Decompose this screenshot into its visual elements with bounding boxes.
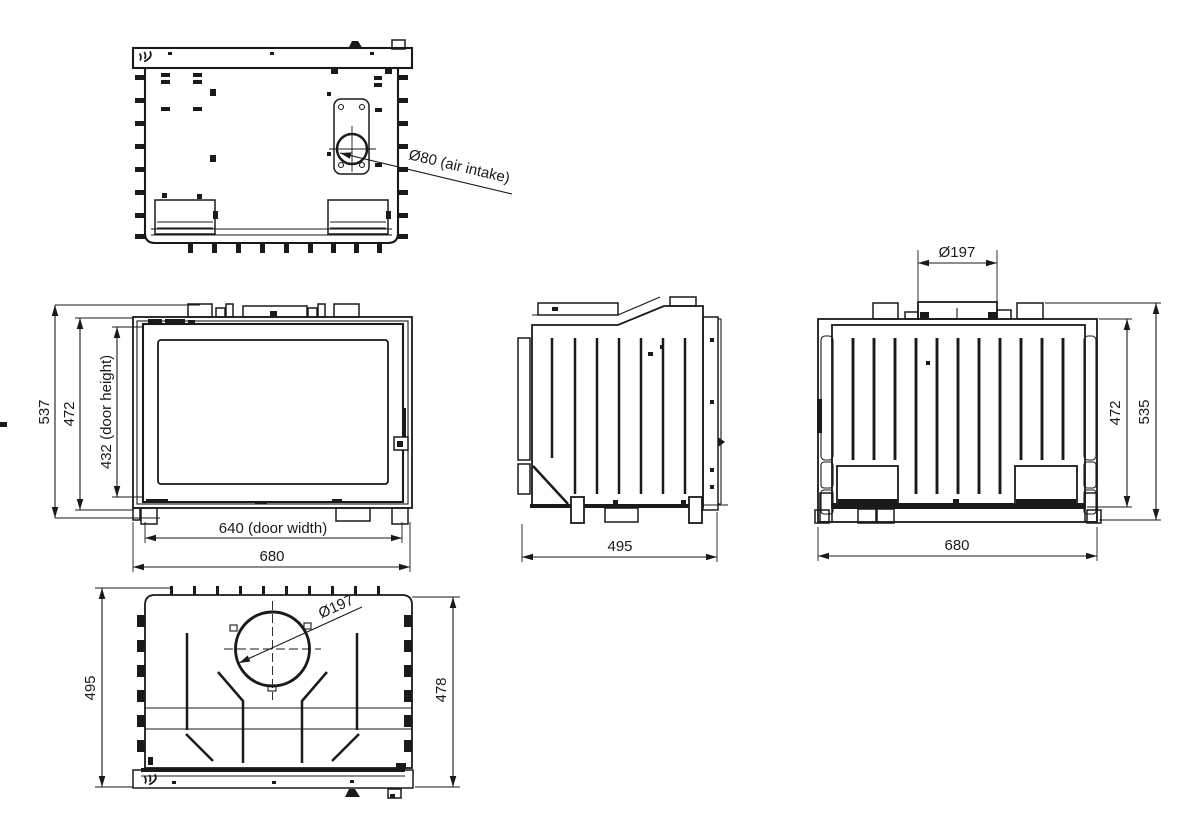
fin-pattern (185, 633, 360, 763)
side-strips (817, 335, 1097, 515)
front-bar (131, 46, 414, 70)
dim-overall-height: 537 (36, 399, 53, 424)
top-clip (348, 41, 363, 49)
front-frame-panel (702, 316, 725, 511)
door-handle (393, 408, 409, 451)
fastener-marks (161, 69, 392, 199)
rear-view: Ø197 (814, 244, 1161, 561)
right-ribs (398, 75, 408, 239)
dim-body-depth: 478 (433, 677, 450, 702)
feet (814, 492, 1102, 524)
right-tabs (404, 615, 412, 752)
air-intake-plate (329, 98, 376, 175)
rear-ticks (170, 586, 380, 595)
door-frame (141, 322, 405, 504)
fins (550, 338, 687, 494)
flue-leader (238, 606, 363, 664)
dim-frame-height: 472 (1107, 400, 1124, 425)
front-view-dimensions: 537 472 432 (door height) 640 (door widt… (36, 304, 411, 572)
dim-frame-height: 472 (61, 401, 78, 426)
corner-brace (532, 465, 569, 505)
top-front-tab (669, 296, 697, 307)
center-bracket (604, 507, 639, 523)
foot (570, 496, 585, 524)
flue-outlet: Ø197 (224, 592, 363, 700)
fins (851, 338, 1065, 494)
hinge-marks (146, 319, 342, 504)
bottom-clip (345, 789, 360, 797)
door-glass (157, 339, 389, 485)
body-outline (144, 594, 413, 769)
mounting-brackets (154, 199, 391, 235)
foot (688, 496, 703, 524)
air-intake-leader (339, 152, 513, 195)
base-plate-outline (143, 66, 400, 245)
base-line (832, 503, 1085, 509)
page-edge-mark (0, 422, 7, 427)
dim-flue-diameter: Ø197 (316, 592, 356, 622)
left-tabs (137, 615, 145, 752)
front-bar (132, 768, 414, 799)
dim-overall-width: 680 (944, 537, 969, 554)
top-tabs (872, 301, 1044, 320)
bottom-ribs (188, 243, 382, 253)
dim-door-width: 640 (door width) (219, 520, 327, 537)
dim-depth: 495 (607, 538, 632, 555)
body-outline (531, 305, 704, 508)
latch (718, 437, 725, 447)
outer-frame (132, 316, 413, 509)
feet (132, 507, 409, 525)
top-rear-tab (537, 302, 619, 316)
dim-overall-height: 535 (1136, 399, 1153, 424)
flue-dimension: Ø197 (917, 244, 998, 316)
bottom-view: Ø80 (air intake) (131, 39, 513, 253)
top-view-dimensions: 495 478 (82, 587, 460, 788)
rear-view-dimensions: 680 472 535 (817, 302, 1161, 561)
inner-frame (136, 320, 409, 505)
dim-depth: 495 (82, 675, 99, 700)
dim-overall-width: 680 (259, 548, 284, 565)
rear-fin-edge (517, 337, 531, 461)
top-tab (391, 39, 406, 50)
side-view: 495 (517, 296, 728, 562)
dim-flue-diameter: Ø197 (939, 244, 976, 261)
base-line (530, 504, 700, 508)
left-ribs (135, 75, 145, 239)
dim-door-height: 432 (door height) (98, 355, 115, 469)
side-view-dimensions: 495 (521, 512, 718, 562)
top-view: Ø197 (82, 586, 460, 799)
front-view: 537 472 432 (door height) 640 (door widt… (36, 303, 413, 572)
